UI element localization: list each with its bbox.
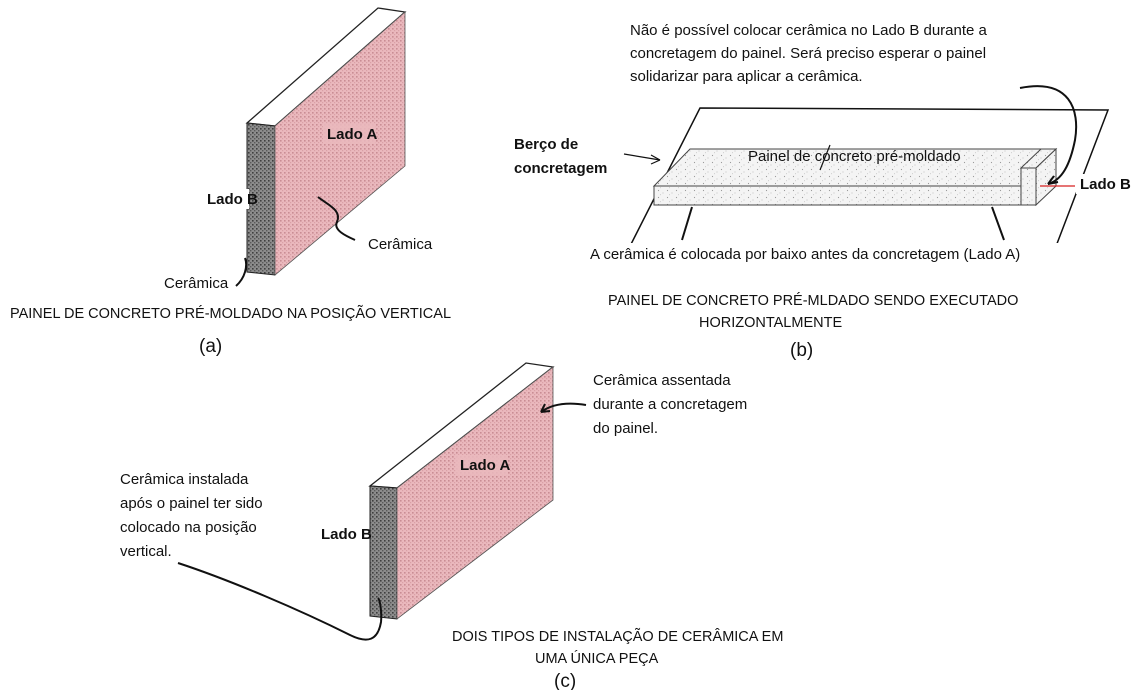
panel-b-caption-line-2: HORIZONTALMENTE (699, 315, 842, 331)
panel-b-bottom-leader-right (991, 206, 1005, 241)
panel-b-panel-label: Painel de concreto pré-moldado (748, 148, 961, 165)
panel-c-side-a-label: Lado A (460, 457, 510, 474)
panel-a-ceramic-a-leader (317, 196, 356, 241)
panel-b-caption-line-1: PAINEL DE CONCRETO PRÉ-MLDADO SENDO EXEC… (608, 292, 1018, 309)
panel-b-note-line-2: concretagem do painel. Será preciso espe… (630, 45, 986, 62)
panel-b-note-arrow-head (1047, 175, 1059, 185)
panel-c-note-right-line-2: durante a concretagem (593, 396, 747, 413)
panel-c-note-right-line-3: do painel. (593, 420, 658, 437)
panel-c-caption-line-1: DOIS TIPOS DE INSTALAÇÃO DE CERÂMICA EM (452, 628, 783, 645)
panel-b-bottom-leader-left (681, 206, 693, 241)
panel-c-note-left-line-3: colocado na posição (120, 519, 257, 536)
panel-a-side-a-label: Lado A (327, 126, 377, 143)
concrete-panel-end (1020, 167, 1037, 206)
panel-b-panel-leader (819, 144, 831, 171)
panel-c-letter: (c) (554, 671, 576, 690)
panel-b-bed-label-line-1: Berço de (514, 136, 578, 153)
panel-a-caption: PAINEL DE CONCRETO PRÉ-MOLDADO NA POSIÇÃ… (10, 305, 451, 322)
panel-a: Lado A Lado B Cerâmica Cerâmica PAINEL D… (10, 7, 451, 357)
panel-b-bottom-note: A cerâmica é colocada por baixo antes da… (590, 246, 1020, 263)
panel-a-ceramic-b-leader (235, 257, 248, 287)
panel-a-letter: (a) (199, 336, 222, 357)
panel-b-side-b-label: Lado B (1080, 176, 1131, 193)
panel-c-note-left-line-4: vertical. (120, 543, 172, 560)
panel-b-letter: (b) (790, 340, 813, 361)
panel-c-side-b-label: Lado B (321, 526, 372, 543)
panel-c: Lado A Lado B Cerâmica assentada durante… (120, 362, 783, 690)
panel-b-bed-arrow (623, 153, 661, 161)
panel-b-bed-label-line-2: concretagem (514, 160, 607, 177)
panel-a-side-b-label: Lado B (207, 191, 258, 208)
panel-b-note-line-3: solidarizar para aplicar a cerâmica. (630, 68, 863, 85)
panel-b-bed-arrow-head (650, 154, 661, 165)
panel-a-ceramic-a-label: Cerâmica (368, 236, 433, 253)
panel-b-note-leader (1019, 85, 1078, 185)
panel-b: Não é possível colocar cerâmica no Lado … (514, 22, 1134, 361)
panel-c-face-a-ceramic (396, 366, 554, 620)
panel-c-caption-line-2: UMA ÚNICA PEÇA (535, 650, 659, 667)
panel-c-note-right-arrow-head (540, 403, 551, 413)
panel-c-note-left-line-2: após o painel ter sido (120, 495, 263, 512)
panel-b-note-line-1: Não é possível colocar cerâmica no Lado … (630, 22, 988, 39)
panel-c-note-left-leader (177, 562, 383, 641)
panel-c-note-left-line-1: Cerâmica instalada (120, 471, 249, 488)
concrete-panel-front (653, 185, 1022, 206)
panel-c-side-b-ceramic (369, 485, 398, 620)
panel-a-ceramic-b-label: Cerâmica (164, 275, 229, 292)
panel-c-note-right-leader (540, 402, 587, 413)
panel-c-note-right-line-1: Cerâmica assentada (593, 372, 731, 389)
